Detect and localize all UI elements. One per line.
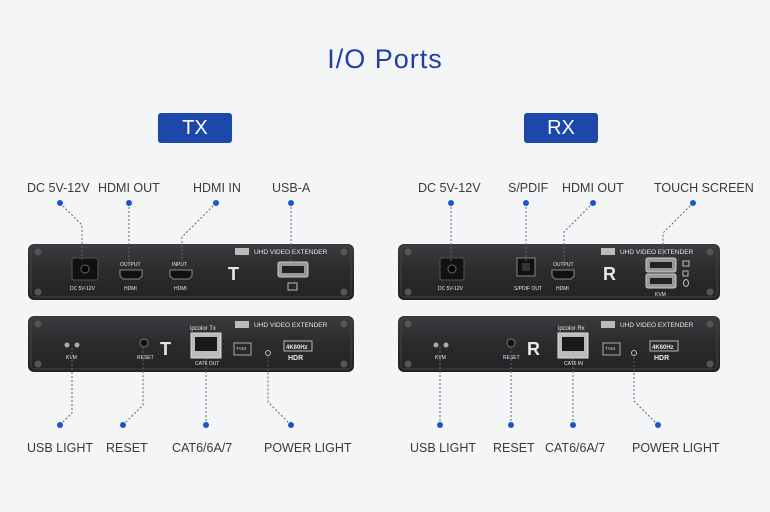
tx-label-cat: CAT6/6A/7	[172, 441, 233, 455]
tx-front-logo: T	[228, 264, 239, 284]
rx-hdr-text: HDR	[654, 355, 669, 362]
tx-label-reset: RESET	[106, 441, 148, 455]
dot-rx-usb-light	[437, 422, 443, 428]
callout-tx-usb-light	[59, 346, 73, 426]
tx-247-badge: 7×24	[236, 346, 247, 351]
callout-tx-power	[267, 356, 292, 426]
callout-dots	[57, 200, 696, 428]
tx-brand-text: ipcolor Tx	[190, 326, 216, 332]
rx-reset-text: RESET	[503, 355, 520, 361]
rx-label-usb-light: USB LIGHT	[410, 441, 476, 455]
dot-tx-reset	[120, 422, 126, 428]
rx-front-kvm-text: KVM	[655, 292, 666, 298]
tx-4k-badge: 4K60Hz	[286, 345, 308, 351]
tx-label-hdmi-in: HDMI IN	[193, 181, 241, 195]
rx-dc-text: DC 5V-12V	[438, 286, 464, 292]
rx-front-panel: UHD VIDEO EXTENDER DC 5V-12V S/PDIF OUT …	[398, 244, 720, 300]
rx-247-badge: 7×24	[605, 346, 616, 351]
dot-rx-cat	[570, 422, 576, 428]
tx-input-text: INPUT	[172, 262, 187, 268]
rx-label-spdif: S/PDIF	[508, 181, 549, 195]
rx-back-logo: R	[527, 339, 540, 359]
callout-lines	[59, 202, 694, 426]
tx-label-usb-light: USB LIGHT	[27, 441, 93, 455]
dot-tx-power	[288, 422, 294, 428]
dot-rx-spdif	[523, 200, 529, 206]
tx-hdmi-in-port	[169, 269, 193, 280]
dot-tx-usb-light	[57, 422, 63, 428]
rx-brand-text: ipcolor Rx	[558, 326, 585, 332]
tx-hdr-text: HDR	[288, 355, 303, 362]
rx-output-text: OUTPUT	[553, 262, 574, 268]
tx-power-icon	[265, 350, 271, 356]
tx-back-panel: UHD VIDEO EXTENDER KVM RESET T ipcolor T…	[28, 316, 354, 372]
callout-rx-hdmi-out	[563, 202, 594, 262]
rx-hdmi-out-text: HDMI	[556, 286, 569, 292]
tx-label-usb-a: USB-A	[272, 181, 311, 195]
rx-hdmi-out-port	[551, 269, 575, 280]
tx-badge: TX	[158, 113, 232, 143]
rx-4k-badge: 4K60Hz	[652, 345, 674, 351]
rx-label-dc: DC 5V-12V	[418, 181, 481, 195]
tx-dc-text: DC 5V-12V	[70, 286, 96, 292]
rx-reset-button	[506, 338, 516, 348]
page-title: I/O Ports	[327, 44, 443, 74]
rx-label-cat: CAT6/6A/7	[545, 441, 606, 455]
rx-mouse-icon	[683, 279, 689, 287]
rx-front-logo: R	[603, 264, 616, 284]
rx-monitor-icon	[682, 260, 690, 267]
callout-rx-power	[633, 356, 659, 426]
rx-label-reset: RESET	[493, 441, 535, 455]
rx-power-icon	[631, 350, 637, 356]
rx-cat-text: CAT6 IN	[564, 361, 583, 367]
dot-tx-hdmi-in	[213, 200, 219, 206]
rx-keyboard-icon	[682, 270, 689, 277]
tx-kvm-text: KVM	[66, 355, 77, 361]
tx-usb-icon	[287, 282, 298, 291]
tx-hdmi-in-text: HDMI	[174, 286, 187, 292]
tx-hdmi-out-text: HDMI	[124, 286, 137, 292]
dot-tx-dc	[57, 200, 63, 206]
tx-back-extender-text: UHD VIDEO EXTENDER	[254, 322, 328, 329]
dot-rx-touch	[690, 200, 696, 206]
tx-label-dc: DC 5V-12V	[27, 181, 90, 195]
tx-front-panel: UHD VIDEO EXTENDER DC 5V-12V OUTPUT HDMI…	[28, 244, 354, 300]
rx-kvm-text: KVM	[435, 355, 446, 361]
rx-label-hdmi-out: HDMI OUT	[562, 181, 624, 195]
dot-tx-cat	[203, 422, 209, 428]
dot-rx-reset	[508, 422, 514, 428]
tx-back-logo: T	[160, 339, 171, 359]
tx-usb-light-led	[64, 342, 70, 348]
tx-cat-text: CAT6 OUT	[195, 361, 219, 367]
dot-tx-usb-a	[288, 200, 294, 206]
tx-reset-text: RESET	[137, 355, 154, 361]
rx-badge: RX	[524, 113, 598, 143]
dot-rx-dc	[448, 200, 454, 206]
dot-tx-hdmi-out	[126, 200, 132, 206]
rx-label-power-light: POWER LIGHT	[632, 441, 720, 455]
callout-tx-reset	[122, 348, 144, 426]
dot-rx-power	[655, 422, 661, 428]
tx-output-text: OUTPUT	[120, 262, 141, 268]
rx-back-panel: UHD VIDEO EXTENDER KVM RESET R ipcolor R…	[398, 316, 720, 372]
tx-reset-button	[139, 338, 149, 348]
rx-usb-light-led	[433, 342, 439, 348]
rx-back-extender-text: UHD VIDEO EXTENDER	[620, 322, 694, 329]
rx-spdif-text: S/PDIF OUT	[514, 286, 542, 292]
tx-label-power-light: POWER LIGHT	[264, 441, 352, 455]
tx-hdmi-out-port	[119, 269, 143, 280]
rx-label-touch-screen: TOUCH SCREEN	[654, 181, 754, 195]
tx-label-hdmi-out: HDMI OUT	[98, 181, 160, 195]
callout-tx-hdmi-in	[181, 202, 217, 262]
rx-front-extender-text: UHD VIDEO EXTENDER	[620, 249, 694, 256]
dot-rx-hdmi-out	[590, 200, 596, 206]
